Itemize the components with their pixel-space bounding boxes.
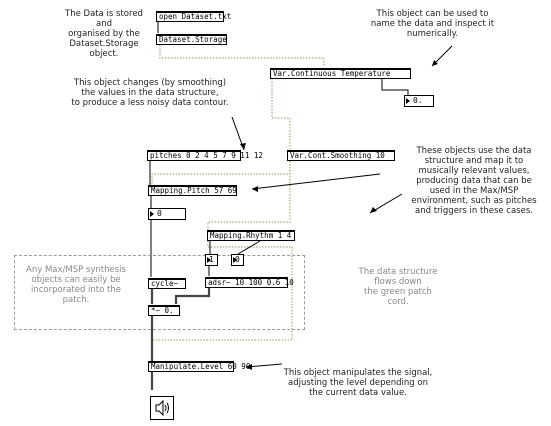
adsr-object[interactable]: adsr~ 10 100 0.6 10	[205, 277, 294, 288]
cord-storage-to-var	[159, 45, 325, 67]
cord-smoothing-to-pitch	[151, 161, 291, 185]
flow-comment-text: The data structure flows down the green …	[358, 267, 438, 307]
signal-adsr-to-mult	[174, 288, 211, 304]
var-cont-smoothing-object[interactable]: Var.Cont.Smoothing 10	[287, 150, 395, 161]
mapping-comment: These objects use the data structure and…	[400, 146, 548, 216]
mapping-comment-text: These objects use the data structure and…	[411, 146, 537, 216]
cord-var-to-smoothing	[271, 79, 291, 150]
var-number-box[interactable]: 0.	[404, 95, 434, 107]
cord-var-to-number	[381, 79, 409, 95]
cord-smoothing-to-rhythm	[207, 161, 291, 230]
dataset-comment-text: The Data is stored and organised by the …	[65, 9, 143, 59]
var-comment: This object can be used to name the data…	[345, 9, 520, 39]
speaker-icon	[155, 399, 169, 417]
smoothing-comment-text: This object changes (by smoothing) the v…	[71, 78, 229, 108]
mapping-rhythm-object[interactable]: Mapping.Rhythm 1 4	[207, 230, 295, 241]
synthesis-comment: Any Max/MSP synthesis objects can easily…	[20, 265, 132, 305]
open-dataset-message[interactable]: open Dataset.txt	[156, 11, 231, 22]
var-comment-text: This object can be used to name the data…	[370, 9, 495, 39]
pitches-message[interactable]: pitches 0 2 4 5 7 9 11 12	[147, 150, 263, 161]
pitch-number-box[interactable]: 0	[148, 208, 186, 220]
level-comment: This object manipulates the signal, adju…	[268, 368, 448, 398]
cycle-object[interactable]: cycle~	[148, 278, 186, 289]
dataset-storage-object[interactable]: Dataset.Storage	[156, 34, 227, 45]
cord-rhythm-to-level	[151, 241, 293, 361]
mapping-pitch-object[interactable]: Mapping.Pitch 57 69	[148, 185, 237, 196]
dataset-comment: The Data is stored and organised by the …	[58, 9, 150, 59]
synthesis-comment-text: Any Max/MSP synthesis objects can easily…	[26, 265, 126, 305]
cord-rhythm-to-num2	[237, 240, 261, 255]
synthesis-dashed-box	[14, 255, 305, 330]
rhythm-number-box-right[interactable]: 0	[231, 254, 244, 266]
smoothing-comment: This object changes (by smoothing) the v…	[55, 78, 245, 108]
var-continuous-object[interactable]: Var.Continuous Temperature	[270, 68, 411, 79]
rhythm-number-box-left[interactable]: 1	[205, 254, 218, 266]
level-comment-text: This object manipulates the signal, adju…	[283, 368, 433, 398]
multiply-object[interactable]: *~ 0.	[148, 305, 180, 316]
flow-comment: The data structure flows down the green …	[350, 267, 446, 307]
arrow-mapping-note-pitch	[251, 173, 381, 190]
speaker-button[interactable]	[150, 396, 174, 420]
manipulate-level-object[interactable]: Manipulate.Level 60 90	[148, 361, 250, 372]
